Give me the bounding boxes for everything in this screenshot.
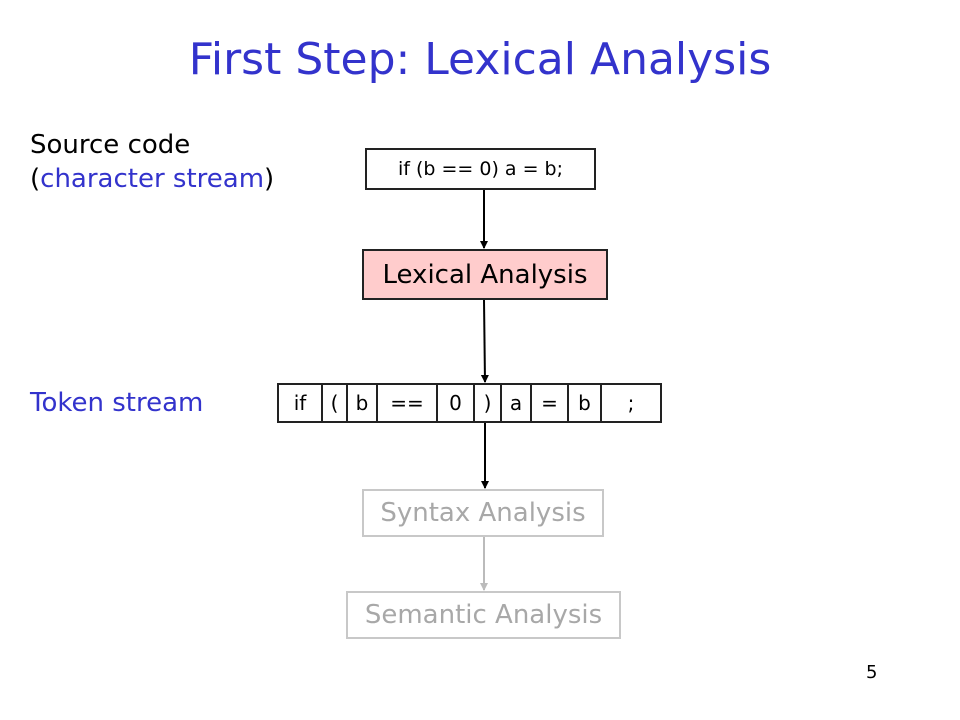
character-stream-line: (character stream)	[30, 162, 274, 196]
token: =	[532, 385, 569, 421]
token: ;	[627, 391, 635, 415]
semantic-analysis-box: Semantic Analysis	[346, 591, 621, 639]
source-code-label-line1: Source code	[30, 130, 191, 160]
token: if	[279, 385, 323, 421]
token-stream: if ( b == 0 ) a = b ;	[277, 383, 662, 423]
arrow-lexical-to-tokens	[480, 299, 489, 383]
token: a	[502, 385, 532, 421]
source-code-box: if (b == 0) a = b;	[365, 148, 596, 190]
lexical-analysis-box: Lexical Analysis	[362, 249, 608, 300]
slide-title: First Step: Lexical Analysis	[188, 34, 772, 85]
character-stream-text: character stream	[40, 164, 265, 194]
token: b	[569, 385, 602, 421]
token: (	[323, 385, 348, 421]
token: )	[475, 385, 502, 421]
token-stream-label: Token stream	[30, 388, 204, 418]
token: ==	[378, 385, 438, 421]
paren-close: )	[264, 164, 275, 194]
page-number: 5	[866, 662, 878, 683]
token: b	[348, 385, 378, 421]
source-code-label: Source code (character stream)	[30, 128, 274, 196]
syntax-analysis-box: Syntax Analysis	[362, 489, 604, 537]
token: 0	[438, 385, 475, 421]
paren-open: (	[30, 164, 41, 194]
